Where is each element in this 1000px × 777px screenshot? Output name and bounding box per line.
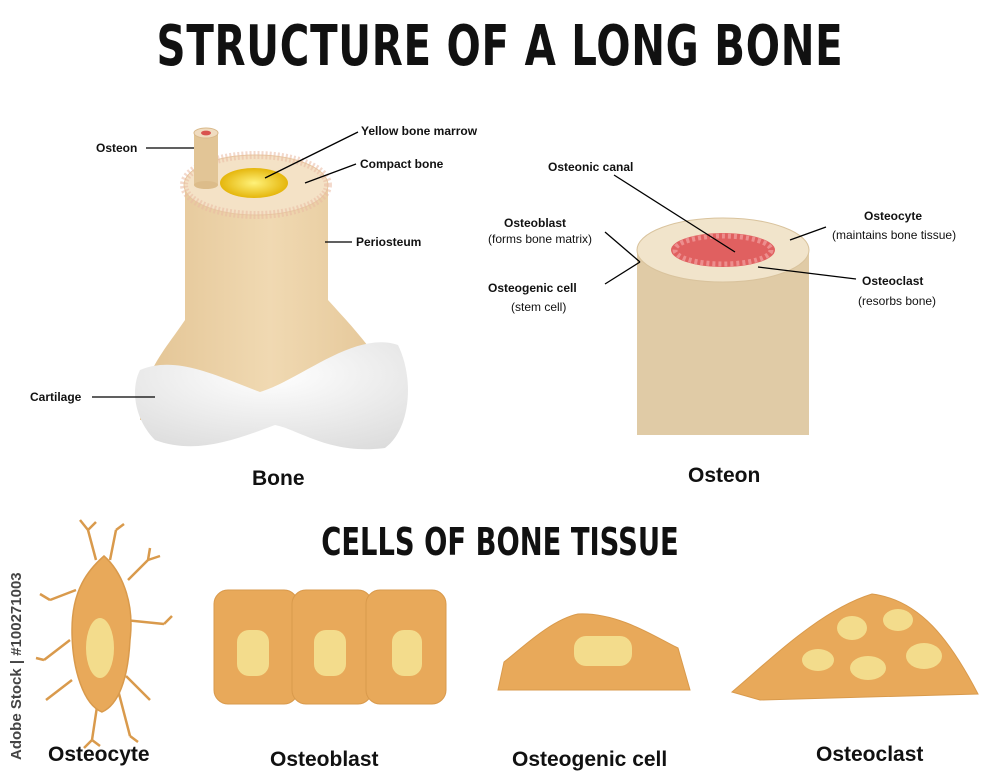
osteogenic-cell [497, 613, 691, 691]
caption-osteocyte: Osteocyte [48, 743, 150, 766]
osteoclast-cell [730, 593, 979, 701]
osteon-column [194, 133, 218, 185]
caption-osteoblast: Osteoblast [270, 748, 379, 771]
label-osteogenic-note: (stem cell) [511, 300, 567, 314]
caption-bone: Bone [252, 467, 305, 490]
caption-osteon: Osteon [688, 464, 761, 487]
label-osteoblast-note: (forms bone matrix) [488, 232, 593, 246]
label-cartilage: Cartilage [30, 390, 82, 404]
osteoblast-cells [213, 589, 447, 705]
label-osteon: Osteon [96, 141, 138, 155]
label-osteoclast-note: (resorbs bone) [858, 294, 937, 308]
label-osteocyte: Osteocyte [864, 209, 923, 223]
osteon-illustration [604, 174, 857, 435]
label-osteocyte-note: (maintains bone tissue) [832, 228, 957, 242]
label-osteonic-canal: Osteonic canal [548, 160, 634, 174]
page-title: STRUCTURE OF A LONG BONE [156, 14, 844, 79]
label-osteoblast: Osteoblast [504, 216, 567, 230]
label-periosteum: Periosteum [356, 235, 422, 249]
label-yellow-bone-marrow: Yellow bone marrow [361, 124, 478, 138]
caption-osteoclast: Osteoclast [816, 743, 924, 766]
yellow-marrow [220, 168, 288, 198]
caption-osteogenic-cell: Osteogenic cell [512, 748, 668, 771]
osteocyte-cell [35, 519, 173, 749]
cartilage [135, 342, 408, 450]
label-compact-bone: Compact bone [360, 157, 444, 171]
stock-credit: Adobe Stock | #100271003 [8, 572, 25, 760]
cells-section-title: CELLS OF BONE TISSUE [321, 520, 679, 564]
long-bone-illustration [92, 127, 408, 450]
osteonic-canal [671, 233, 775, 267]
label-osteoclast: Osteoclast [862, 274, 924, 288]
label-osteogenic-cell: Osteogenic cell [488, 281, 577, 295]
